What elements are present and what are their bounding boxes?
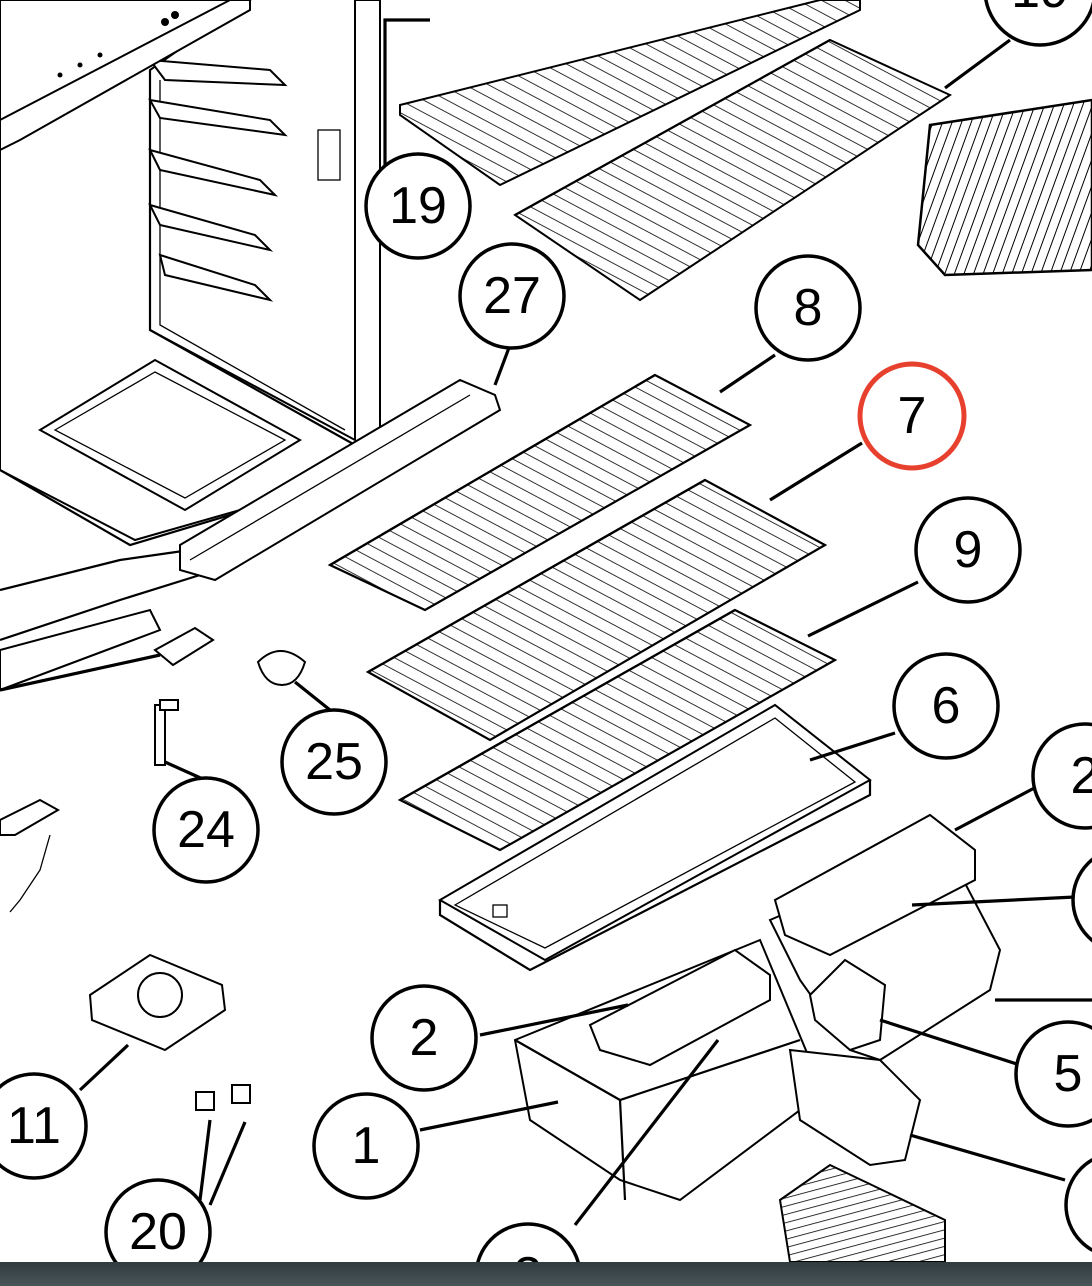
callout-19: 19 (364, 152, 472, 260)
control-panel (0, 0, 251, 152)
callout-1: 1 (312, 1092, 420, 1200)
shelf-rails (147, 58, 341, 302)
callout-label: 5 (1054, 1045, 1083, 1103)
shelf-part-7 (365, 478, 828, 742)
callout-label: 1 (352, 1117, 381, 1175)
callout-partial-right-bottom (1064, 1157, 1092, 1253)
callout-partial-right-mid (1071, 857, 1092, 943)
callout-label: 11 (7, 1097, 61, 1155)
fan-part-11 (88, 953, 227, 1052)
water-coil (778, 1163, 946, 1263)
callout-6: 6 (892, 652, 1000, 760)
callout-label: 24 (177, 801, 235, 859)
callout-label: 25 (305, 733, 363, 791)
callout-2-right: 2 (1031, 722, 1092, 830)
callout-label: 7 (898, 387, 927, 445)
callout-8: 8 (754, 254, 862, 362)
door-rail-part-27 (179, 378, 502, 582)
shelf-part-8 (327, 373, 753, 612)
crisper-drawer-part-1 (513, 938, 812, 1202)
condenser-coil (916, 98, 1092, 277)
callout-label: 2 (1071, 747, 1092, 805)
callout-25: 25 (280, 708, 388, 816)
dairy-bin-part-4 (788, 1048, 922, 1167)
callout-11: 11 (0, 1072, 88, 1180)
callout-label: 20 (129, 1203, 187, 1261)
callout-24: 24 (152, 776, 260, 884)
crisper-drawer-part-5 (768, 813, 1002, 1062)
callout-label: 27 (483, 267, 541, 325)
cabinet-liner (0, 0, 381, 692)
callout-label: 8 (794, 279, 823, 337)
callout-label: 9 (954, 521, 983, 579)
callout-20: 20 (104, 1178, 212, 1286)
bottom-toolbar-strip (0, 1262, 1092, 1286)
shelf-part-9 (397, 608, 838, 852)
callout-2: 2 (370, 984, 478, 1092)
thermostat-sensor (0, 798, 61, 913)
hinge-bracket (153, 626, 215, 667)
leader-lines (0, 18, 1092, 1226)
tube-part-24 (154, 699, 179, 766)
callout-label: 2 (410, 1009, 439, 1067)
callout-19-top-right: 19 (984, 0, 1092, 47)
callout-9: 9 (914, 496, 1022, 604)
callout-label: 19 (1011, 0, 1069, 19)
switch-part-20 (195, 1084, 251, 1111)
freezer-shelf-lower (513, 38, 953, 302)
callout-label: 6 (932, 677, 961, 735)
callout-27: 27 (458, 242, 566, 350)
freezer-shelf-upper (399, 0, 861, 187)
callout-7-highlighted: 7 (857, 361, 967, 471)
crisper-cover-part-6 (437, 703, 872, 972)
callout-5: 5 (1014, 1020, 1092, 1128)
callout-label: 19 (389, 177, 447, 235)
cam-part-25 (256, 650, 307, 687)
